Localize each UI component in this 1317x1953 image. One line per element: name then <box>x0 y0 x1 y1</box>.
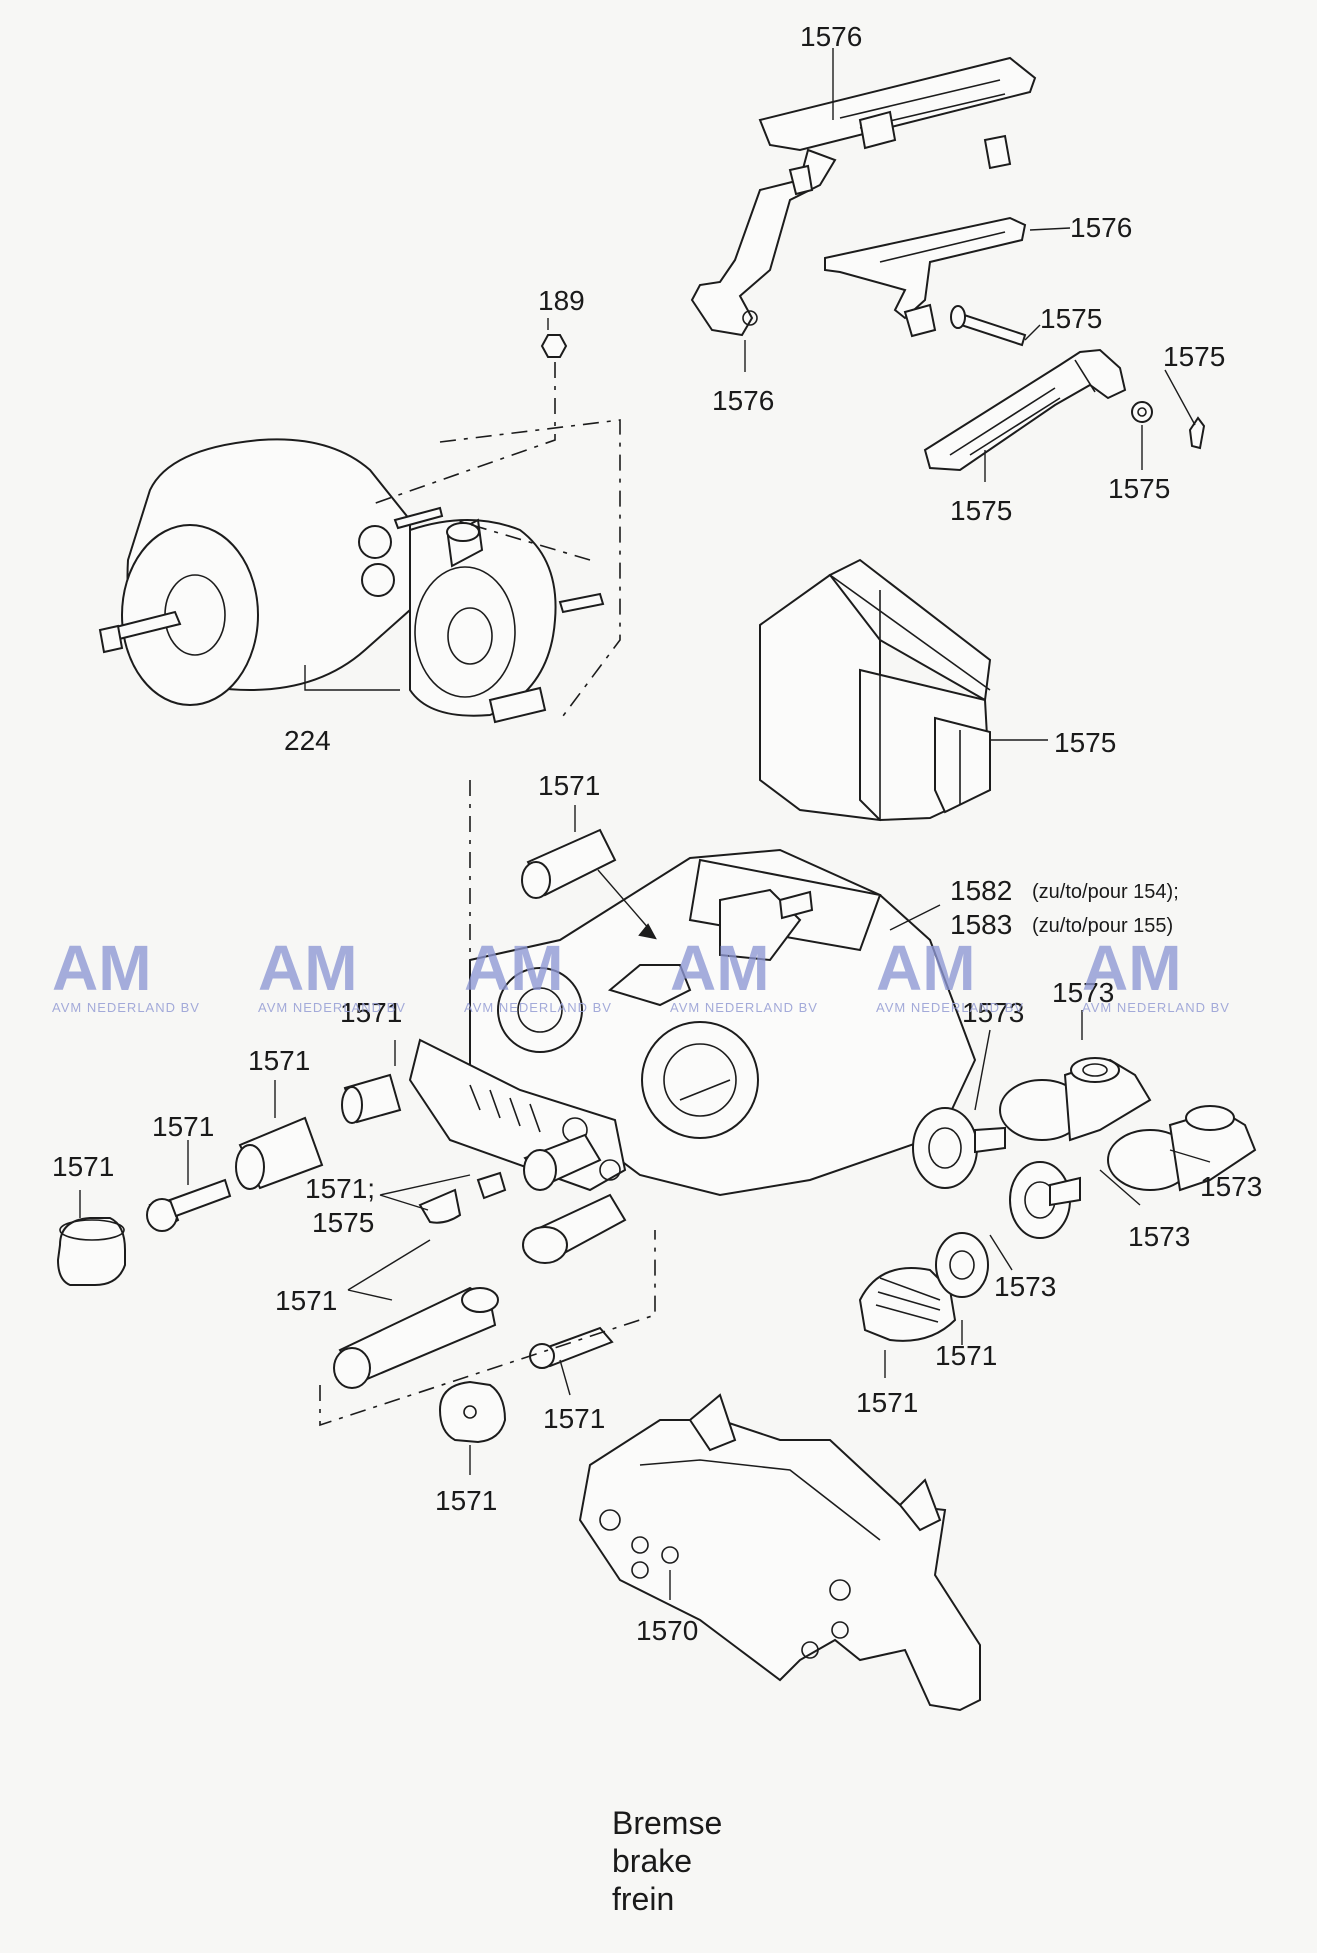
callout-1573-c: 1573 <box>1200 1171 1262 1202</box>
callout-1582-note: (zu/to/pour 154); <box>1032 881 1179 903</box>
watermark-company: AVM NEDERLAND BV <box>258 1000 406 1015</box>
callout-1575-clip: 1575 <box>950 495 1012 526</box>
pad-retainer-clip <box>923 348 1206 472</box>
lower-guide-parts <box>319 1193 656 1444</box>
callout-1573-a: 1573 <box>1052 977 1114 1008</box>
callout-1576-left: 1576 <box>712 385 774 416</box>
caption-german: Bremse <box>612 1805 723 1841</box>
sensor-strip <box>824 216 1027 338</box>
callout-1571-g: 1571 <box>543 1403 605 1434</box>
callout-1571-i: 1571 <box>935 1340 997 1371</box>
callout-labels: 1576 1576 1576 1575 1575 1575 1575 1575 … <box>52 21 1262 1646</box>
callout-1575-pin: 1575 <box>1040 303 1102 334</box>
brake-pads <box>759 558 992 822</box>
callout-1571-j: 1571 <box>856 1387 918 1418</box>
callout-1576-mid: 1576 <box>1070 212 1132 243</box>
callout-224: 224 <box>284 725 331 756</box>
wear-sensor-bracket <box>690 56 1037 337</box>
watermark-logo: AM <box>52 932 152 1004</box>
callout-1575-spring: 1575 <box>1163 341 1225 372</box>
callout-1583-note: (zu/to/pour 155) <box>1032 915 1173 937</box>
callout-1571-c: 1571 <box>152 1111 214 1142</box>
callout-1571-b: 1571 <box>248 1045 310 1076</box>
callout-1571-f: 1571 <box>275 1285 337 1316</box>
guide-sleeve-top <box>521 828 657 940</box>
callout-1575-e: 1575 <box>312 1207 374 1238</box>
callout-1573-d: 1573 <box>1128 1221 1190 1252</box>
brake-chamber <box>98 334 605 724</box>
watermark-company: AVM NEDERLAND BV <box>670 1000 818 1015</box>
callout-1575-washer: 1575 <box>1108 473 1170 504</box>
watermark-logo: AM <box>464 932 564 1004</box>
seals-and-boots <box>858 1057 1257 1342</box>
callout-1576-top: 1576 <box>800 21 862 52</box>
callout-leaders <box>79 48 1211 1600</box>
callout-1573-e: 1573 <box>994 1271 1056 1302</box>
watermark-company: AVM NEDERLAND BV <box>1082 1000 1230 1015</box>
callout-1571-e: 1571; <box>305 1173 375 1204</box>
callout-1571-a: 1571 <box>340 997 402 1028</box>
callout-1575-pads: 1575 <box>1054 727 1116 758</box>
caliper-body <box>408 848 977 1197</box>
watermark-logo: AM <box>876 932 976 1004</box>
watermark-logo: AM <box>1082 932 1182 1004</box>
diagram-caption: Bremse brake frein <box>612 1804 722 1918</box>
watermark-logo: AM <box>258 932 358 1004</box>
callout-1582: 1582 <box>950 875 1012 906</box>
callout-189: 189 <box>538 285 585 316</box>
guide-bolt-assembly <box>56 1073 602 1286</box>
pad-retaining-pin <box>950 305 1027 347</box>
callout-1573-b: 1573 <box>962 997 1024 1028</box>
caliper-carrier <box>578 1393 981 1712</box>
watermark-band: AM AM AM AM AM AM AVM NEDERLAND BV AVM N… <box>52 932 1230 1015</box>
callout-1583: 1583 <box>950 909 1012 940</box>
watermark-company: AVM NEDERLAND BV <box>876 1000 1024 1015</box>
caption-english: brake <box>612 1843 693 1879</box>
caption-french: frein <box>612 1881 675 1917</box>
watermark-company: AVM NEDERLAND BV <box>52 1000 200 1015</box>
callout-1571-h: 1571 <box>435 1485 497 1516</box>
watermark-company: AVM NEDERLAND BV <box>464 1000 612 1015</box>
callout-1570: 1570 <box>636 1615 698 1646</box>
watermark-logo: AM <box>670 932 770 1004</box>
callout-1571-sleeve-top: 1571 <box>538 770 600 801</box>
callout-1571-d: 1571 <box>52 1151 114 1182</box>
